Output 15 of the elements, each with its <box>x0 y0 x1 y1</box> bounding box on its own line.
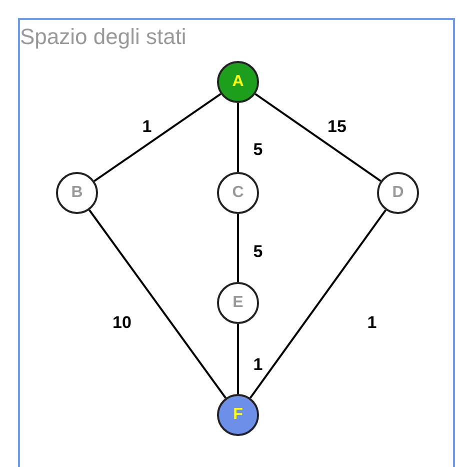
state-node: C <box>217 172 259 214</box>
edge-line <box>237 103 239 172</box>
edge-line <box>237 324 239 394</box>
state-space-frame <box>18 18 455 467</box>
state-node: A <box>217 61 259 103</box>
state-node: E <box>217 282 259 324</box>
edge-line <box>254 93 382 182</box>
state-node: F <box>217 394 259 436</box>
edge-line <box>237 214 239 282</box>
frame-title: Spazio degli stati <box>20 23 188 51</box>
edge-line <box>249 209 387 399</box>
edge-line <box>94 93 222 182</box>
state-node: B <box>56 172 98 214</box>
state-node: D <box>377 172 419 214</box>
edge-line <box>88 209 226 399</box>
